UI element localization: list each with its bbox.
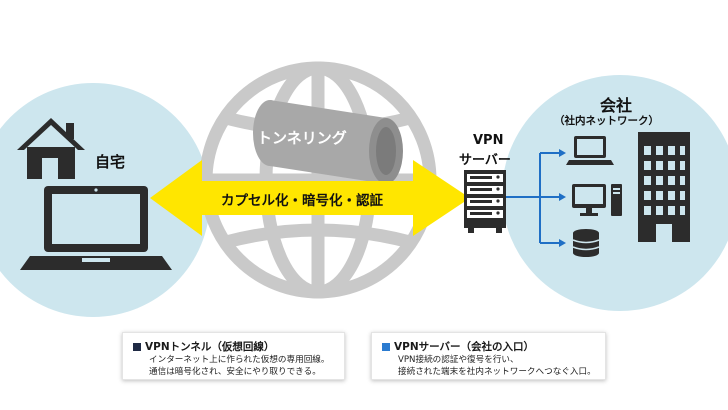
- legend-line: VPN接続の認証や復号を行い、: [398, 355, 519, 365]
- legend-title: VPNサーバー（会社の入口）: [394, 341, 535, 353]
- legend-vpn-server: VPNサーバー（会社の入口） VPN接続の認証や復号を行い、 接続された端末を社…: [371, 332, 606, 380]
- vpn-diagram: [0, 61, 728, 317]
- desktop-icon: [572, 184, 622, 216]
- legend-line: 通信は暗号化され、安全にやり取りできる。: [149, 367, 321, 377]
- legend-line: インターネット上に作られた仮想の専用回線。: [149, 355, 330, 365]
- database-icon: [572, 229, 600, 257]
- house-icon: [17, 118, 85, 179]
- legend-vpn-tunnel: VPNトンネル（仮想回線） インターネット上に作られた仮想の専用回線。 通信は暗…: [122, 332, 345, 380]
- connector-lines: [506, 149, 566, 247]
- legend-marker: [133, 342, 141, 351]
- home-label: 自宅: [95, 153, 126, 171]
- server-icon: [464, 170, 506, 233]
- globe-icon: [199, 61, 437, 299]
- vpn-server-label-line2: サーバー: [459, 153, 511, 168]
- tunneling-label: トンネリング: [257, 129, 347, 147]
- arrow-label: カプセル化・暗号化・認証: [221, 193, 383, 209]
- tunnel-cylinder: [253, 100, 403, 184]
- legend-marker: [382, 342, 390, 351]
- company-label: 会社: [600, 96, 633, 115]
- laptop-icon: [566, 136, 614, 165]
- company-sub-label: （社内ネットワーク）: [554, 115, 659, 127]
- legend-title: VPNトンネル（仮想回線）: [145, 341, 275, 353]
- legend-line: 接続された端末を社内ネットワークへつなぐ入口。: [398, 367, 596, 377]
- double-arrow: [150, 160, 470, 236]
- laptop-icon: [20, 186, 172, 270]
- vpn-server-label-line1: VPN: [473, 133, 504, 148]
- building-icon: [638, 132, 690, 242]
